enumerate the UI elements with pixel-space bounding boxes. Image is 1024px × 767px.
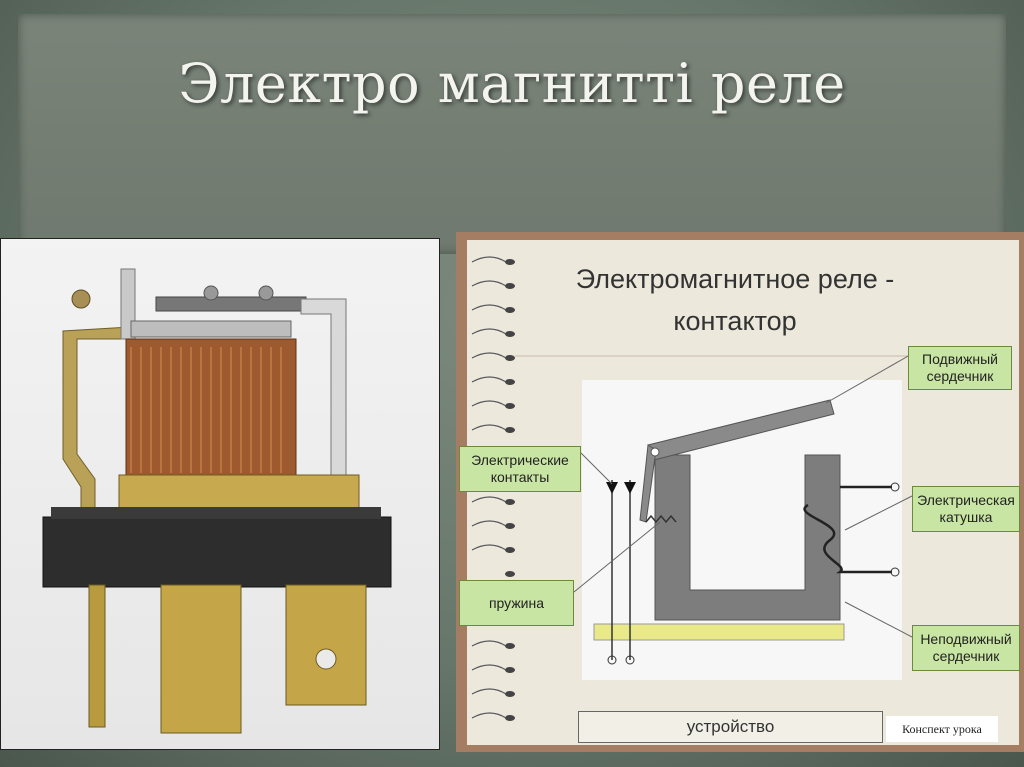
device-caption: устройство <box>686 717 775 736</box>
label-coil-line1: Электрическая <box>917 492 1015 508</box>
label-fixed-core-line1: Неподвижный <box>920 631 1012 647</box>
label-fixed-core: Неподвижный сердечник <box>912 625 1020 671</box>
base-plate <box>593 623 845 641</box>
title-paper-panel <box>18 14 1006 254</box>
label-spring-text: пружина <box>488 594 545 611</box>
label-contacts-line2: контакты <box>490 469 550 485</box>
label-coil-line2: катушка <box>939 509 993 525</box>
diagram-heading-line2: контактор <box>673 306 797 336</box>
label-contacts-line1: Электрические <box>471 452 569 468</box>
coil-wire <box>803 485 892 574</box>
diagram-heading: Электромагнитное реле - контактор <box>500 258 970 342</box>
spring-shape <box>645 514 677 524</box>
slide-title: Электро магнитті реле <box>178 52 846 115</box>
label-movable-core-line1: Подвижный <box>922 351 998 367</box>
device-caption-box: устройство <box>578 711 883 743</box>
label-spring: пружина <box>459 580 574 626</box>
corner-tag: Конспект урока <box>886 716 998 742</box>
fixed-core-shape <box>654 454 841 621</box>
relay-photo <box>0 238 440 750</box>
relay-photo-drawing <box>42 268 392 734</box>
label-electric-contacts: Электрические контакты <box>459 446 581 492</box>
label-movable-core: Подвижный сердечник <box>908 346 1012 390</box>
diagram-heading-line1: Электромагнитное реле - <box>575 264 895 294</box>
label-fixed-core-line2: сердечник <box>932 648 1000 664</box>
label-electric-coil: Электрическая катушка <box>912 486 1020 532</box>
label-movable-core-line2: сердечник <box>926 368 994 384</box>
corner-tag-text: Конспект урока <box>902 721 982 736</box>
